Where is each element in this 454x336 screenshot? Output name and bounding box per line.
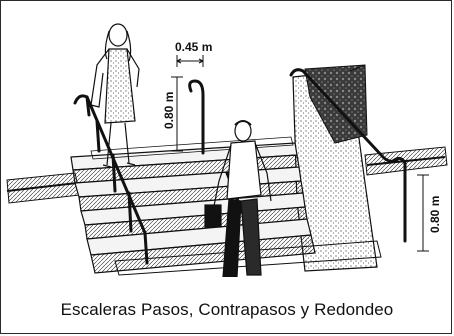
dimension-rail-height-top xyxy=(171,76,183,152)
rail-height-side-label: 0.80 m xyxy=(428,196,442,233)
tread-width-label: 0.45 m xyxy=(175,40,212,54)
handrail-right xyxy=(289,68,407,243)
tactile-strip xyxy=(90,136,382,276)
ground-left xyxy=(6,172,81,204)
figure-caption: Escaleras Pasos, Contrapasos y Redondeo xyxy=(60,300,394,319)
ground-right xyxy=(364,146,448,176)
handrail-left xyxy=(73,94,149,265)
man-figure xyxy=(204,120,272,277)
woman-figure xyxy=(90,23,140,168)
dimension-rail-height-side xyxy=(417,174,429,252)
dimension-tread-width xyxy=(176,55,204,67)
rail-height-top-label: 0.80 m xyxy=(162,92,176,129)
stair-illustration: 0.45 m 0.80 m 0.80 m xyxy=(6,23,448,277)
side-wall xyxy=(292,64,378,272)
